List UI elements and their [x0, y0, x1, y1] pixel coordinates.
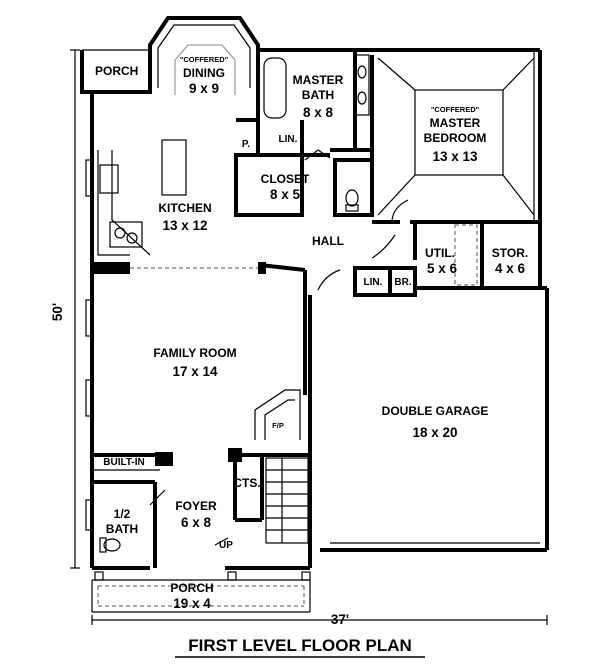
master-bedroom-note: "COFFERED" — [431, 105, 480, 114]
linen-upper-label: LIN. — [279, 134, 298, 145]
closet-label: CLOSET — [261, 172, 310, 186]
hall-label: HALL — [312, 234, 344, 248]
plan-title: FIRST LEVEL FLOOR PLAN — [188, 636, 412, 655]
double-garage-size: 18 x 20 — [412, 425, 457, 440]
master-bedroom-size: 13 x 13 — [432, 149, 478, 164]
staircase — [265, 457, 309, 544]
front-porch-outline — [91, 579, 311, 613]
porch-front-size: 19 x 4 — [173, 596, 211, 611]
foyer-label: FOYER — [175, 499, 217, 513]
porch-side-label: PORCH — [95, 64, 138, 78]
pantry-label: P. — [242, 139, 250, 150]
kitchen-label: KITCHEN — [158, 201, 211, 215]
width-dimension-label: 37' — [331, 612, 349, 627]
double-garage-label: DOUBLE GARAGE — [382, 404, 489, 418]
dining-size: 9 x 9 — [189, 81, 219, 96]
dimension-lines — [70, 49, 548, 625]
built-in-label: BUILT-IN — [103, 457, 144, 468]
family-room-label: FAMILY ROOM — [153, 346, 236, 360]
interior-walls — [92, 50, 540, 568]
stair-up-label: UP — [219, 540, 233, 551]
master-bath-label-2: BATH — [302, 88, 334, 102]
half-bath-label-2: BATH — [106, 522, 138, 536]
closet-size: 8 x 5 — [270, 187, 301, 202]
fixtures — [94, 44, 535, 581]
kitchen-size: 13 x 12 — [162, 218, 207, 233]
fireplace-label: F/P — [272, 421, 284, 430]
foyer-size: 6 x 8 — [181, 515, 212, 530]
master-bath-size: 8 x 8 — [303, 105, 334, 120]
utility-size: 5 x 6 — [427, 261, 458, 276]
storage-size: 4 x 6 — [495, 261, 526, 276]
dining-note: "COFFERED" — [180, 55, 229, 64]
broom-label: BR. — [394, 277, 411, 288]
left-windows — [85, 159, 93, 531]
utility-label: UTIL. — [425, 246, 455, 260]
linen-lower-label: LIN. — [364, 277, 383, 288]
family-room-size: 17 x 14 — [172, 364, 218, 379]
porch-front-label: PORCH — [170, 581, 213, 595]
master-bedroom-label-2: BEDROOM — [424, 131, 487, 145]
half-bath-label-1: 1/2 — [114, 507, 131, 521]
storage-label: STOR. — [492, 246, 528, 260]
depth-dimension-label: 50' — [50, 303, 65, 321]
dining-label: DINING — [183, 66, 225, 80]
master-bedroom-label-1: MASTER — [430, 116, 481, 130]
master-bath-label-1: MASTER — [293, 73, 344, 87]
cts-label: CTS. — [233, 476, 260, 490]
